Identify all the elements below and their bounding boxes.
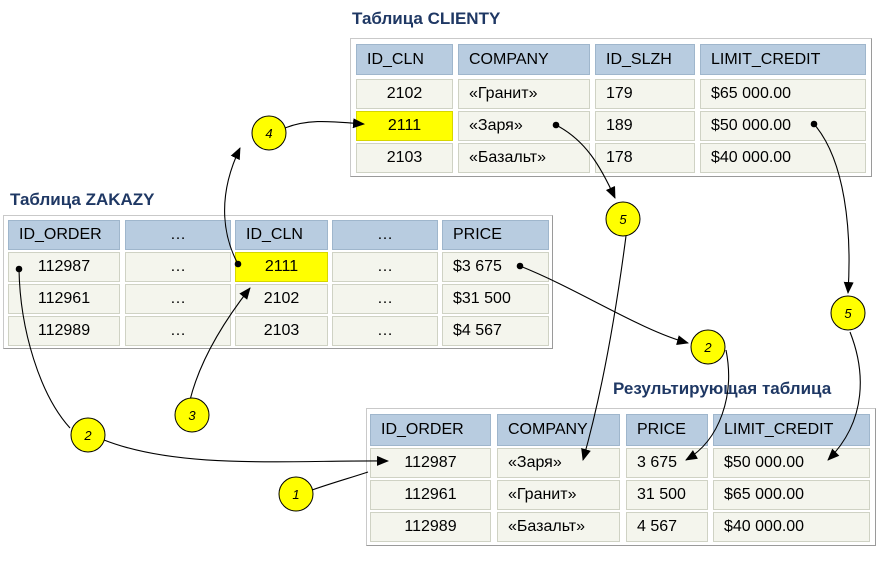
result-header-limit-credit: LIMIT_CREDIT [713,414,870,446]
svg-text:3: 3 [188,408,196,423]
clienty-header-id-slzh: ID_SLZH [595,44,695,75]
zakazy-cell: … [125,316,231,346]
clienty-cell-highlighted: 2111 [356,111,453,141]
zakazy-cell: $4 567 [442,316,549,346]
clienty-cell: 189 [595,111,695,141]
result-cell: «Заря» [497,448,620,478]
connector-dot [234,260,242,268]
svg-text:5: 5 [844,306,852,321]
result-header-company: COMPANY [497,414,620,446]
result-cell: 31 500 [626,480,708,510]
svg-text:1: 1 [292,487,299,502]
result-cell: 112989 [370,512,491,542]
result-cell: «Базальт» [497,512,620,542]
result-cell: $40 000.00 [713,512,870,542]
zakazy-header-price: PRICE [442,220,549,250]
svg-text:5: 5 [619,212,627,227]
clienty-cell: «Базальт» [458,143,590,173]
step-marker: 1 [278,476,314,512]
step-marker: 5 [605,201,641,237]
zakazy-cell: … [125,284,231,314]
clienty-cell: «Заря» [458,111,590,141]
connector-line [18,268,71,429]
step-marker: 4 [251,115,287,151]
zakazy-cell: 112961 [8,284,120,314]
svg-text:4: 4 [265,126,272,141]
connector-line [555,124,616,199]
clienty-cell: 2103 [356,143,453,173]
clienty-header-id-cln: ID_CLN [356,44,453,75]
zakazy-header-id-cln: ID_CLN [235,220,328,250]
zakazy-header-ellipsis: … [332,220,438,250]
clienty-cell: 179 [595,79,695,109]
zakazy-cell: … [332,316,438,346]
clienty-header-company: COMPANY [458,44,590,75]
connector-line [311,471,369,491]
clienty-cell: «Гранит» [458,79,590,109]
clienty-cell: $50 000.00 [700,111,866,141]
result-cell: $50 000.00 [713,448,870,478]
result-table: ID_ORDER COMPANY PRICE LIMIT_CREDIT 1129… [366,408,876,546]
connector-line [284,118,365,129]
connector-dot [15,265,23,273]
step-marker: 2 [70,417,106,453]
clienty-header-limit-credit: LIMIT_CREDIT [700,44,866,75]
connector-line [685,349,730,461]
clienty-cell: $65 000.00 [700,79,866,109]
connector-line [827,331,861,461]
clienty-cell: 2102 [356,79,453,109]
connector-line [224,147,241,265]
zakazy-cell: 112989 [8,316,120,346]
zakazy-cell: … [332,252,438,282]
connector-dot [810,120,818,128]
result-cell: 112961 [370,480,491,510]
result-cell: «Гранит» [497,480,620,510]
zakazy-table-title: Таблица ZAKAZY [10,190,155,209]
zakazy-cell: … [125,252,231,282]
zakazy-cell: … [332,284,438,314]
connector-line [103,439,389,466]
zakazy-header-ellipsis: … [125,220,231,250]
result-header-id-order: ID_ORDER [370,414,491,446]
zakazy-header-id-order: ID_ORDER [8,220,120,250]
step-marker: 5 [830,295,866,331]
svg-text:2: 2 [83,428,92,443]
svg-text:2: 2 [703,340,712,355]
zakazy-cell: 2103 [235,316,328,346]
connector-line [581,235,627,461]
connector-line [519,265,689,345]
result-cell: $65 000.00 [713,480,870,510]
result-table-title: Результирующая таблица [613,379,832,398]
connector-line [189,287,251,401]
result-header-price: PRICE [626,414,708,446]
step-marker: 2 [690,329,726,365]
clienty-table: ID_CLN COMPANY ID_SLZH LIMIT_CREDIT 2102… [350,38,872,177]
zakazy-cell: $31 500 [442,284,549,314]
step-marker: 3 [174,397,210,433]
connector-dot [552,121,560,129]
clienty-cell: $40 000.00 [700,143,866,173]
connector-dot [516,262,524,270]
result-cell: 112987 [370,448,491,478]
zakazy-cell: $3 675 [442,252,549,282]
zakazy-table: ID_ORDER … ID_CLN … PRICE 112987 … 2111 … [3,215,553,349]
zakazy-cell: 112987 [8,252,120,282]
clienty-cell: 178 [595,143,695,173]
connector-line [813,123,854,294]
clienty-table-title: Таблица CLIENTY [352,9,501,28]
zakazy-cell-highlighted: 2111 [235,252,328,282]
result-cell: 4 567 [626,512,708,542]
